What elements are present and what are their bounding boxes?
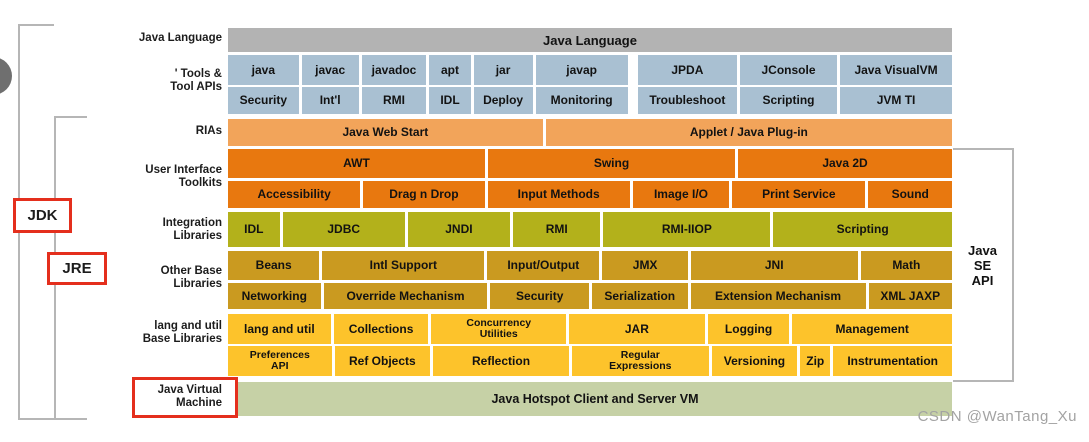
cell-apt: apt <box>429 55 471 85</box>
cell-troubleshoot: Troubleshoot <box>637 87 737 114</box>
cell-javadoc: javadoc <box>361 55 427 85</box>
cell-jmx: JMX <box>602 251 688 280</box>
cell-java-web-start: Java Web Start <box>228 119 543 146</box>
cell-management: Management <box>792 314 952 344</box>
cell-instrumentation: Instrumentation <box>833 346 953 376</box>
cell-beans: Beans <box>228 251 320 280</box>
cell-jar: JAR <box>569 314 705 344</box>
cell-deploy: Deploy <box>473 87 533 114</box>
row-label-java-language: Java Language <box>138 32 222 44</box>
cell-idl: IDL <box>228 212 280 247</box>
cell-jni: JNI <box>690 251 858 280</box>
cell-int-l: Int'l <box>301 87 359 114</box>
cell-javac: javac <box>301 55 359 85</box>
cell-input-output: Input/Output <box>487 251 600 280</box>
row-label-other-base: Other Base Libraries <box>160 265 222 290</box>
cell-jvm-ti: JVM TI <box>840 87 952 114</box>
cell-intl-support: Intl Support <box>322 251 485 280</box>
cell-reflection: Reflection <box>433 346 569 376</box>
cell-versioning: Versioning <box>711 346 798 376</box>
cell-networking: Networking <box>228 283 321 309</box>
row-label-ui-toolkits: User Interface Toolkits <box>145 164 222 189</box>
cell-rmi-iiop: RMI-IIOP <box>603 212 771 247</box>
cell-scripting: Scripting <box>739 87 838 114</box>
java-se-api-label: Java SE API <box>968 242 997 288</box>
jdk-badge: JDK <box>13 198 72 233</box>
cell-java-language: Java Language <box>228 28 952 52</box>
cell-idl: IDL <box>429 87 471 114</box>
row-label-lang-util: lang and util Base Libraries <box>142 320 222 345</box>
row-label-integration: Integration Libraries <box>162 217 222 242</box>
row-jvm: Java Hotspot Client and Server VM <box>238 382 952 416</box>
row-java-language: Java Language <box>228 28 952 52</box>
cell-scripting: Scripting <box>773 212 953 247</box>
jvm-highlight-box <box>132 377 238 418</box>
cell-security: Security <box>228 87 299 114</box>
video-player-overlay-icon[interactable] <box>0 57 12 95</box>
cell-print-service: Print Service <box>732 181 866 208</box>
cell-input-methods: Input Methods <box>487 181 630 208</box>
row-label-rias: RIAs <box>195 125 222 137</box>
cell-preferences-api: Preferences API <box>228 346 332 376</box>
cell-extension-mechanism: Extension Mechanism <box>690 283 866 309</box>
cell-collections: Collections <box>333 314 429 344</box>
jre-badge-label: JRE <box>62 260 92 277</box>
cell-serialization: Serialization <box>592 283 688 309</box>
cell-java-hotspot-client-and-server-vm: Java Hotspot Client and Server VM <box>238 382 952 416</box>
cell-java: java <box>228 55 299 85</box>
cell-rmi: RMI <box>361 87 427 114</box>
cell-jar: jar <box>473 55 533 85</box>
cell-logging: Logging <box>707 314 790 344</box>
jdk-badge-label: JDK <box>27 207 58 224</box>
cell-concurrency-utilities: Concurrency Utilities <box>431 314 567 344</box>
cell-regular-expressions: Regular Expressions <box>571 346 709 376</box>
cell-drag-n-drop: Drag n Drop <box>363 181 485 208</box>
cell-jdbc: JDBC <box>282 212 405 247</box>
cell-javap: javap <box>535 55 628 85</box>
cell-jndi: JNDI <box>407 212 511 247</box>
cell-security: Security <box>490 283 589 309</box>
cell-sound: Sound <box>868 181 952 208</box>
cell-xml-jaxp: XML JAXP <box>868 283 952 309</box>
cell-image-i-o: Image I/O <box>632 181 730 208</box>
cell-jconsole: JConsole <box>739 55 838 85</box>
java-se-api-bracket: Java SE API <box>953 148 1014 382</box>
cell-math: Math <box>860 251 952 280</box>
cell-java-visualvm: Java VisualVM <box>840 55 952 85</box>
cell-override-mechanism: Override Mechanism <box>323 283 488 309</box>
cell-monitoring: Monitoring <box>535 87 628 114</box>
cell-swing: Swing <box>488 149 735 178</box>
row-label-jvm: Java Virtual Machine <box>157 384 222 409</box>
cell-jpda: JPDA <box>637 55 737 85</box>
csdn-watermark: CSDN @WanTang_Xu <box>917 408 1077 425</box>
cell-lang-and-util: lang and util <box>228 314 331 344</box>
cell-accessibility: Accessibility <box>228 181 361 208</box>
jre-badge: JRE <box>47 252 107 285</box>
cell-awt: AWT <box>228 149 485 178</box>
cell-applet-java-plug-in: Applet / Java Plug-in <box>545 119 952 146</box>
cell-zip: Zip <box>800 346 831 376</box>
cell-rmi: RMI <box>513 212 601 247</box>
row-label-tools: ' Tools & Tool APIs <box>170 68 222 93</box>
cell-java-2d: Java 2D <box>738 149 952 178</box>
cell-ref-objects: Ref Objects <box>334 346 431 376</box>
